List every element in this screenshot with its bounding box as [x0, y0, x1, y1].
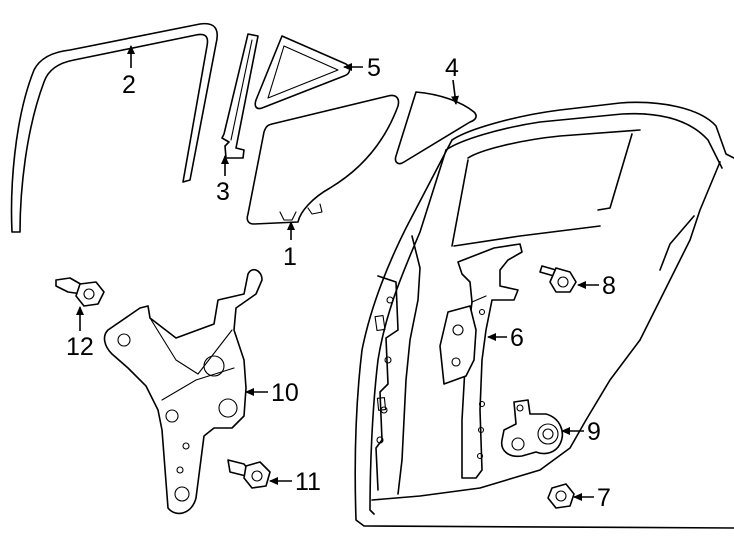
glass-run-channel-part: [10, 22, 218, 233]
door-shell: [354, 101, 734, 529]
callout-10: 10: [271, 379, 299, 407]
callout-6: 6: [510, 324, 524, 352]
callout-5: 5: [367, 54, 381, 82]
callout-labels: 1 2 3 4 5 6 7 8 9 10 11 12: [66, 54, 616, 512]
callout-8: 8: [602, 272, 616, 300]
regulator-motor-part: [500, 399, 564, 458]
callout-9: 9: [587, 418, 601, 446]
rear-door-glass-part: [246, 94, 400, 225]
callout-7: 7: [597, 484, 611, 512]
callout-2: 2: [122, 71, 136, 99]
leader-lines: [76, 45, 599, 501]
callout-11: 11: [295, 468, 321, 496]
division-bar-channel-part: [221, 33, 259, 159]
fixed-door-glass-part: [254, 35, 351, 110]
callout-3: 3: [216, 178, 230, 206]
bolt-12-part: [55, 277, 105, 307]
quarter-window-glass-part: [394, 91, 477, 165]
callout-12: 12: [66, 333, 94, 361]
leader-4: [451, 79, 459, 105]
bolt-8-part: [539, 265, 577, 293]
callout-1: 1: [283, 243, 297, 271]
bolt-11-part: [227, 459, 271, 489]
nut-7-part: [547, 483, 575, 509]
mounting-bracket-part: [103, 268, 263, 515]
callout-4: 4: [445, 54, 459, 82]
window-regulator-part: [439, 243, 523, 479]
